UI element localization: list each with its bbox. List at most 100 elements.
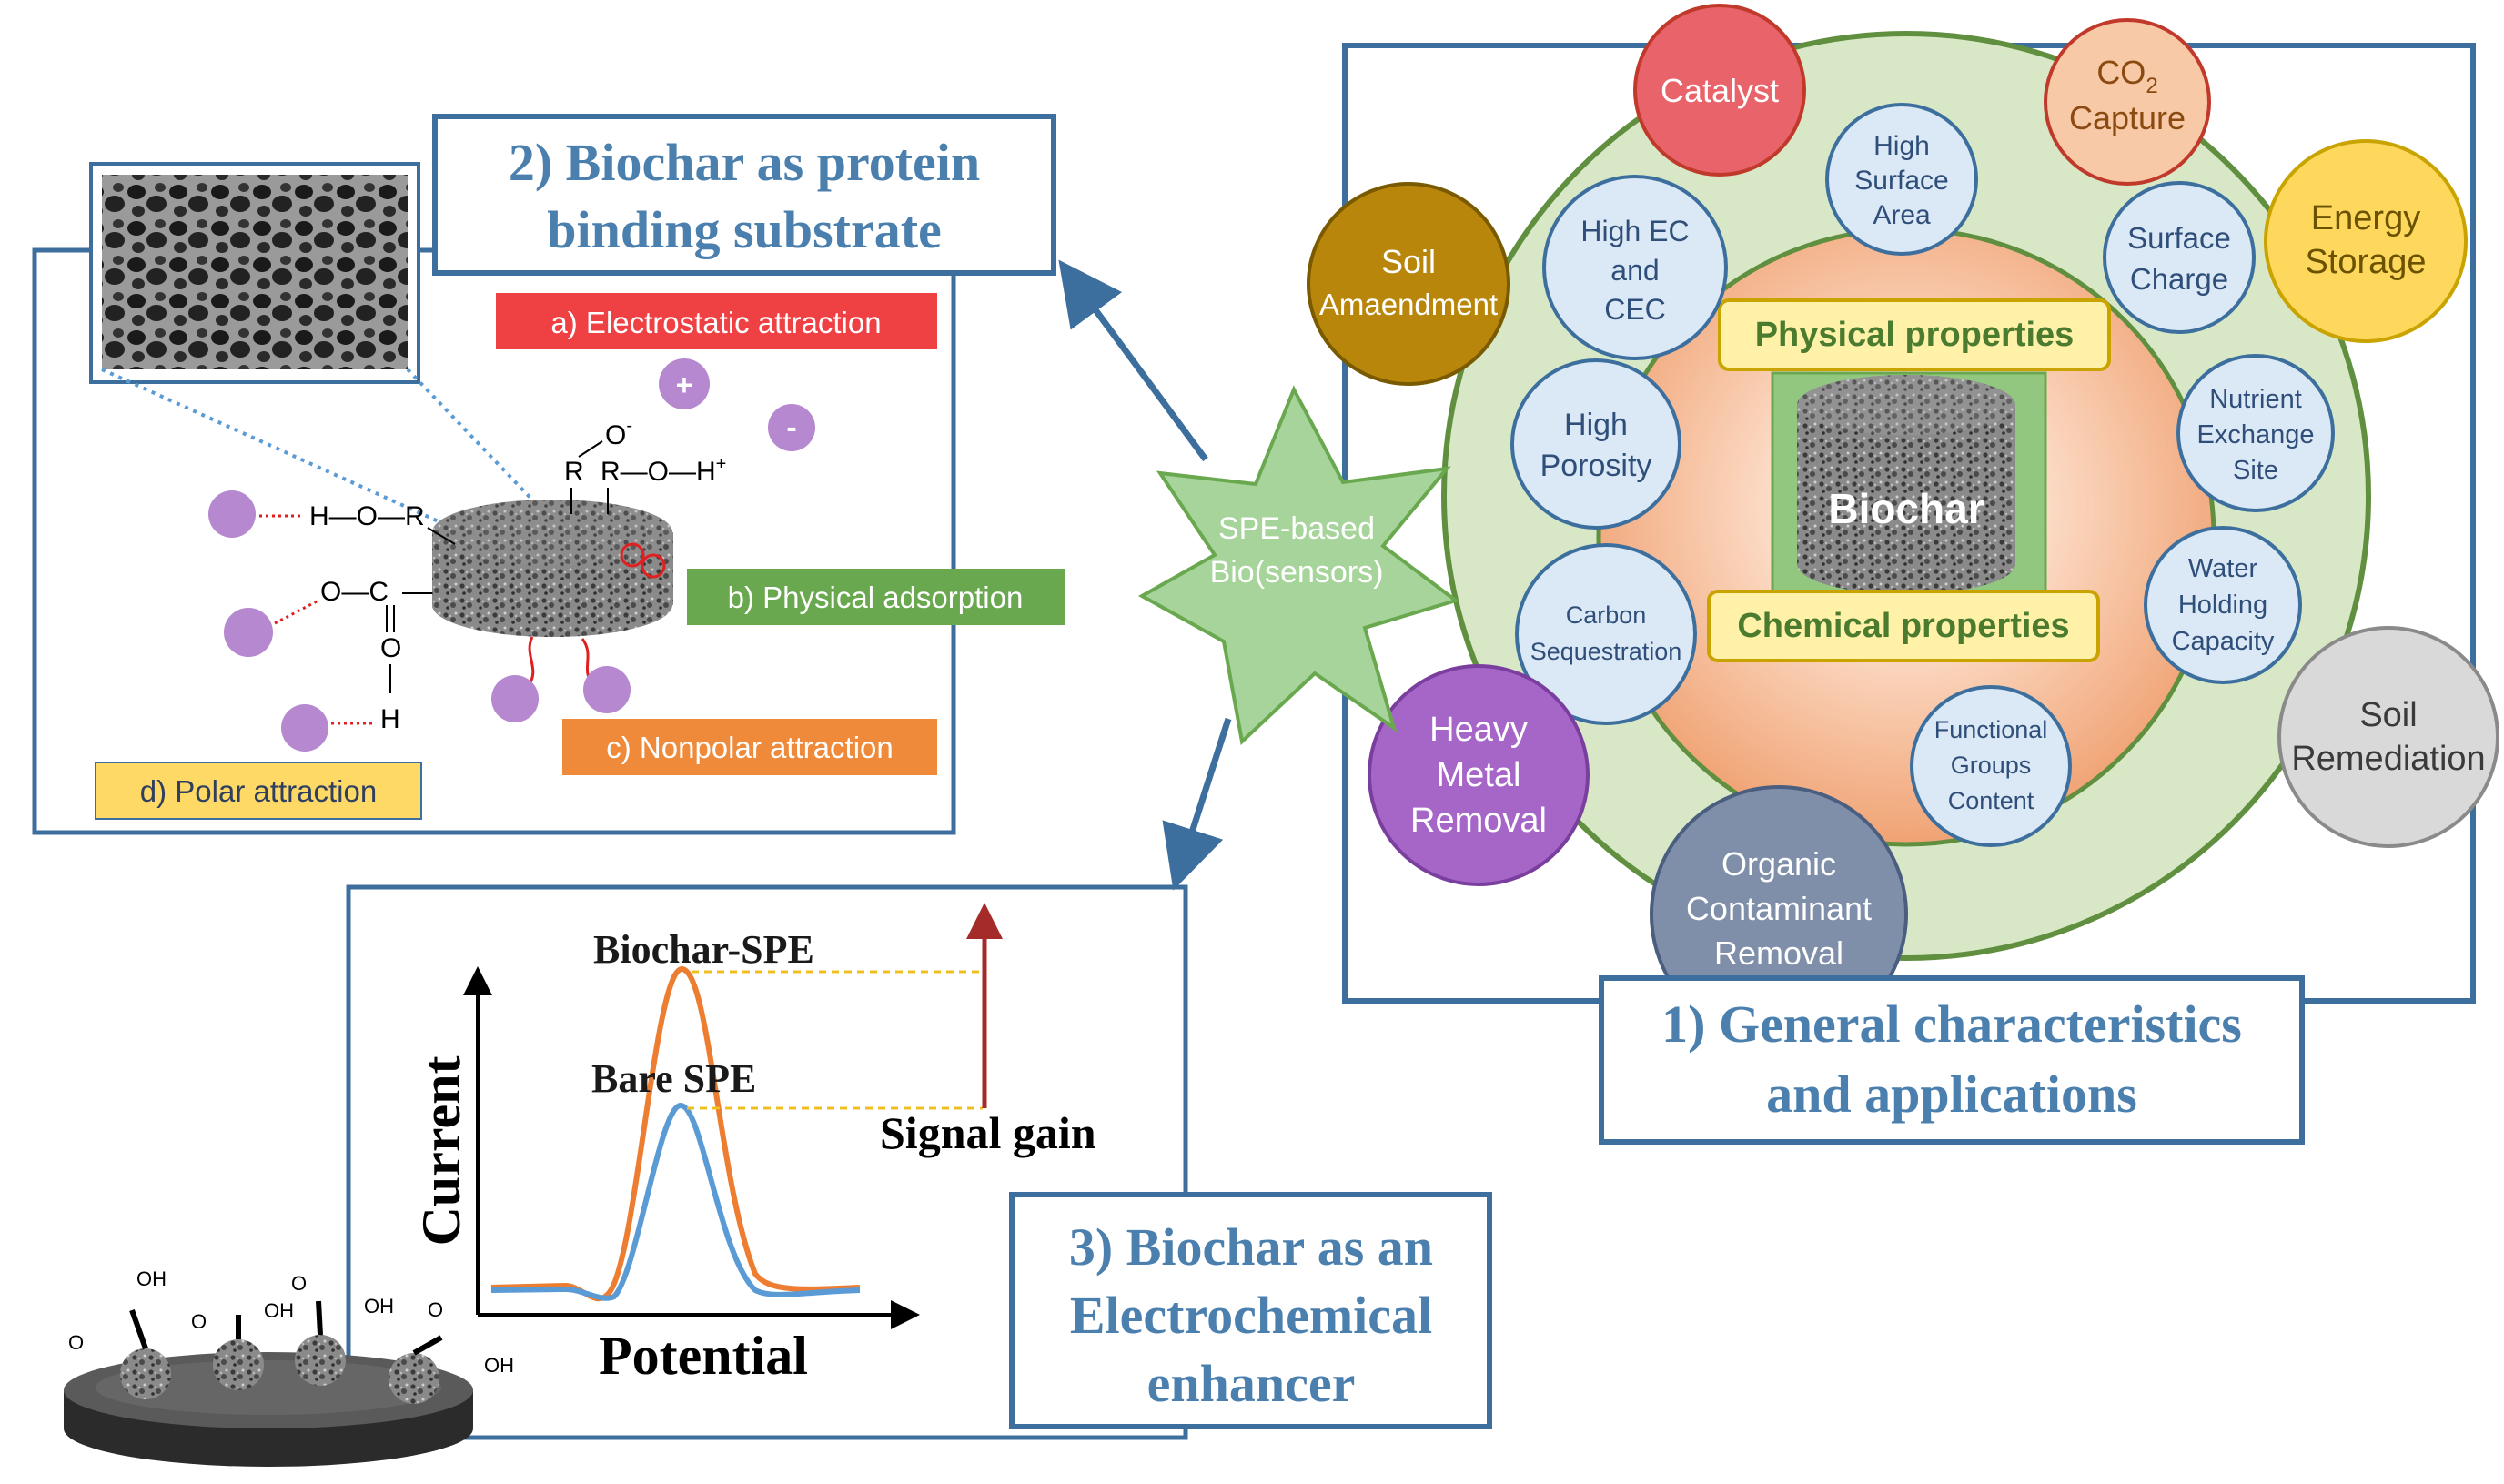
label-electrostatic-box (496, 293, 937, 349)
svg-text:Organic: Organic (1722, 845, 1836, 883)
chem-o-minus: O- (605, 416, 632, 450)
chem-ho-r: H—O—R (309, 501, 425, 531)
application-co2-capture: CO2 Capture (2044, 18, 2211, 186)
central-star (1137, 385, 1460, 745)
biochar-spe-label: Biochar-SPE (593, 927, 814, 972)
protein-bead-2 (224, 608, 273, 657)
y-axis-label: Current (411, 1056, 471, 1247)
biochar-cylinder-icon (1797, 375, 2015, 594)
sem-micrograph-icon (102, 175, 408, 369)
svg-text:Nutrient: Nutrient (2209, 385, 2302, 414)
application-catalyst: Catalyst (1633, 4, 1806, 177)
x-axis-label: Potential (599, 1326, 808, 1386)
panel3-title-box (1009, 1192, 1492, 1429)
bond-r-o-top (578, 440, 603, 458)
inset-connector-1 (101, 368, 470, 537)
chemical-properties-label: Chemical properties (1737, 607, 2069, 645)
arrow-to-panel3 (1162, 717, 1232, 891)
svg-text:High: High (1873, 131, 1930, 161)
svg-text:Catalyst: Catalyst (1661, 72, 1779, 109)
electrode-icon (64, 1300, 473, 1467)
svg-text:Metal: Metal (1437, 756, 1521, 794)
panel-protein-binding: 2) Biochar as protein binding substrate … (32, 114, 1065, 835)
label-physical-box (687, 569, 1065, 625)
svg-text:Water: Water (2188, 554, 2258, 583)
property-nutrient-exchange-site: Nutrient Exchange Site (2176, 354, 2335, 512)
svg-text:Holding: Holding (2178, 591, 2267, 620)
svg-text:CO2: CO2 (2096, 54, 2157, 98)
label-nonpolar-box (562, 719, 937, 775)
svg-text:Storage: Storage (2305, 243, 2426, 281)
application-soil-remediation: Soil Remediation (2277, 626, 2499, 848)
protein-bead-5 (583, 666, 631, 713)
label-polar: d) Polar attraction (140, 774, 377, 808)
chemical-properties-box (1707, 590, 2100, 662)
svg-text:Exchange: Exchange (2197, 420, 2315, 449)
svg-text:Removal: Removal (1410, 802, 1547, 840)
panel-general-characteristics: Biochar Physical properties Chemical pro… (1307, 4, 2499, 1145)
label-physical: b) Physical adsorption (728, 580, 1024, 614)
svg-text:Site: Site (2233, 456, 2278, 485)
electrode-group-2: O (68, 1331, 84, 1354)
svg-text:High EC: High EC (1580, 215, 1689, 247)
protein-bead-3 (281, 704, 328, 752)
chem-r-top: R (564, 457, 584, 487)
svg-text:and: and (1610, 254, 1659, 287)
electrode-group-8: OH (484, 1354, 514, 1377)
property-high-ec-cec: High EC and CEC (1542, 175, 1728, 360)
protein-bead-1 (208, 490, 256, 538)
bare-spe-label: Bare SPE (591, 1056, 756, 1101)
svg-text:Sequestration: Sequestration (1530, 638, 1682, 665)
application-soil-amendment: Soil Amaendment (1307, 182, 1510, 386)
positive-sign: + (676, 368, 693, 401)
signal-gain-label: Signal gain (880, 1107, 1096, 1158)
electrode-group-5: OH (364, 1295, 394, 1317)
svg-text:Surface: Surface (1854, 166, 1948, 196)
physical-properties-box (1718, 298, 2111, 371)
property-water-holding-capacity: Water Holding Capacity (2144, 526, 2302, 684)
svg-text:Carbon: Carbon (1566, 601, 1647, 629)
svg-text:Amaendment: Amaendment (1319, 288, 1498, 321)
panel2-title-line1: 2) Biochar as protein (509, 133, 980, 192)
physical-properties-label: Physical properties (1755, 316, 2075, 354)
protein-bead-4 (491, 675, 539, 722)
central-label-line2: Bio(sensors) (1210, 555, 1384, 590)
electrode-group-1: OH (136, 1267, 167, 1290)
electrode-group-4: O (191, 1310, 207, 1333)
negative-ion-bead (768, 404, 815, 451)
application-heavy-metal-removal: Heavy Metal Removal (1368, 664, 1590, 886)
central-label-line1: SPE-based (1218, 511, 1375, 546)
electrode-group-6: O (291, 1272, 307, 1295)
svg-text:High: High (1564, 408, 1628, 442)
svg-text:Functional: Functional (1934, 716, 2048, 743)
center-label: Biochar (1828, 485, 1984, 532)
panel3-title-line3: enhancer (1147, 1354, 1356, 1413)
svg-text:Capture: Capture (2069, 99, 2186, 136)
property-functional-groups-content: Functional Groups Content (1910, 685, 2072, 847)
inset-connector-2 (406, 368, 548, 516)
property-high-surface-area: High Surface Area (1825, 103, 1978, 256)
biochar-particle-icon (432, 500, 673, 637)
panel1-title-line1: 1) General characteristics (1661, 994, 2242, 1054)
svg-text:Charge: Charge (2130, 262, 2228, 296)
chem-roh: R—O—H+ (601, 454, 726, 487)
property-high-porosity: High Porosity (1510, 358, 1681, 530)
bond-ho-r-particle (427, 527, 456, 545)
electrode-group-7: O (428, 1298, 443, 1321)
positive-ion-bead (659, 358, 710, 409)
property-surface-charge: Surface Charge (2103, 181, 2256, 334)
svg-text:Removal: Removal (1714, 934, 1843, 972)
svg-text:Soil: Soil (2359, 696, 2417, 734)
property-carbon-sequestration: Carbon Sequestration (1515, 543, 1697, 725)
svg-text:Surface: Surface (2127, 221, 2231, 255)
svg-text:Soil: Soil (1381, 243, 1436, 280)
label-nonpolar: c) Nonpolar attraction (606, 731, 893, 764)
panel-electrochemical-enhancer: Current Potential Biochar-SPE Bare SPE S… (64, 884, 1492, 1467)
panel2-title-line2: binding substrate (547, 200, 942, 259)
panel1-title-line2: and applications (1766, 1065, 2137, 1124)
panel3-title-line2: Electrochemical (1070, 1286, 1432, 1345)
panel1-title-box (1599, 975, 2305, 1145)
electrode-group-3: OH (264, 1299, 294, 1322)
panel3-title-line1: 3) Biochar as an (1069, 1217, 1433, 1277)
